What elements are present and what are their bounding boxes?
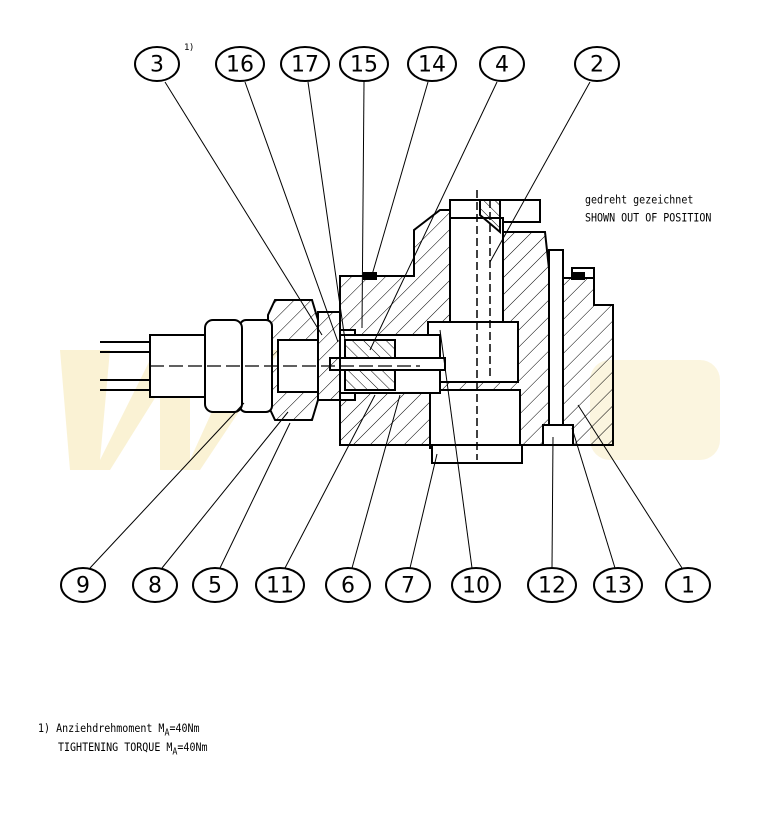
callout-15: 15	[339, 46, 389, 82]
footnote-en-text: TIGHTENING TORQUE M	[58, 742, 173, 755]
svg-text:7: 7	[401, 574, 415, 599]
callout-13: 13	[593, 567, 643, 603]
svg-text:4: 4	[495, 53, 509, 78]
svg-text:5: 5	[208, 574, 222, 599]
footnote-marker: 1)	[184, 43, 193, 53]
svg-text:12: 12	[538, 574, 566, 599]
svg-text:15: 15	[350, 53, 378, 78]
callout-7: 7	[385, 567, 431, 603]
svg-text:9: 9	[76, 574, 90, 599]
callout-8: 8	[132, 567, 178, 603]
svg-text:13: 13	[604, 574, 632, 599]
callout-16: 16	[215, 46, 265, 82]
callout-2: 2	[574, 46, 620, 82]
footnote-de-value: =40Nm	[169, 723, 200, 736]
svg-text:1: 1	[681, 574, 695, 599]
svg-text:3: 3	[150, 53, 164, 78]
callout-17: 17	[280, 46, 330, 82]
callout-11: 11	[255, 567, 305, 603]
svg-text:10: 10	[462, 574, 490, 599]
callout-4: 4	[479, 46, 525, 82]
footnote-line-2: TIGHTENING TORQUE MA=40Nm	[58, 742, 208, 757]
callout-14: 14	[407, 46, 457, 82]
callout-12: 12	[527, 567, 577, 603]
svg-text:11: 11	[266, 574, 294, 599]
leader-lines	[89, 81, 683, 569]
rotated-view-note-de: gedreht gezeichnet	[585, 194, 694, 207]
watermark-logo	[60, 350, 720, 470]
footnote-en-value: =40Nm	[177, 742, 208, 755]
callout-10: 10	[451, 567, 501, 603]
svg-text:14: 14	[418, 53, 446, 78]
footnote-marker-text: 1)	[38, 723, 51, 736]
footnote-en-sub: A	[172, 745, 178, 757]
callout-5: 5	[192, 567, 238, 603]
rotated-view-note-en: SHOWN OUT OF POSITION	[585, 212, 712, 225]
svg-text:8: 8	[148, 574, 162, 599]
callout-9: 9	[60, 567, 106, 603]
footnote-line-1: 1) Anziehdrehmoment MA=40Nm	[38, 723, 200, 738]
svg-text:17: 17	[291, 53, 319, 78]
sensor-assembly	[100, 299, 420, 421]
svg-text:2: 2	[590, 53, 604, 78]
footnote-de-text: Anziehdrehmoment M	[56, 723, 165, 736]
callout-3: 3	[134, 46, 180, 82]
svg-text:6: 6	[341, 574, 355, 599]
svg-text:16: 16	[226, 53, 254, 78]
footnote-de-sub: A	[164, 726, 170, 738]
callout-1: 1	[665, 567, 711, 603]
callout-6: 6	[325, 567, 371, 603]
